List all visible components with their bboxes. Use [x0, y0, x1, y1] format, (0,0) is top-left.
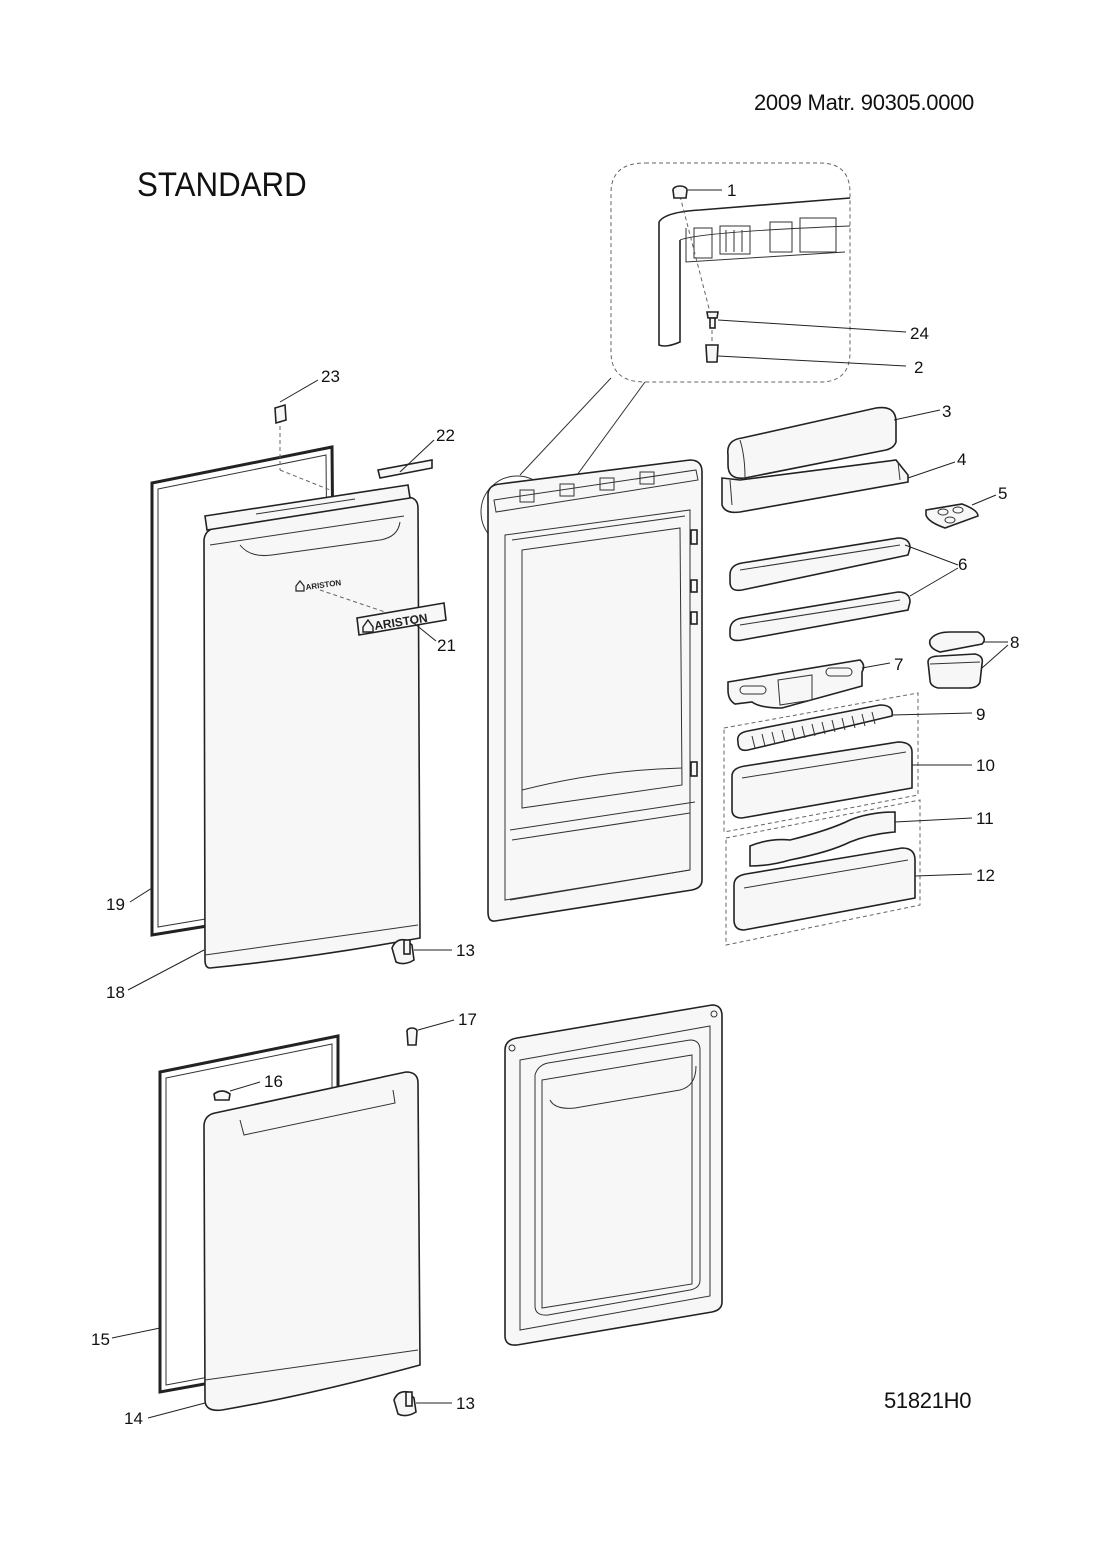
- callout-2: 2: [914, 358, 923, 377]
- callout-6: 6: [958, 555, 967, 574]
- egg-tray: [925, 503, 979, 529]
- freezer-door-liner: [504, 1004, 723, 1346]
- dairy-compartment-cover: [726, 406, 897, 480]
- storage-box-lid: [928, 631, 986, 653]
- fridge-door-panel: [203, 496, 421, 969]
- group-outline-11-12: [725, 799, 921, 946]
- callout-9: 9: [976, 705, 985, 724]
- callout-5: 5: [998, 484, 1007, 503]
- door-hinge-lower: [393, 1390, 417, 1417]
- hinge-detail-inset: [610, 162, 907, 383]
- callout-15: 15: [91, 1330, 110, 1349]
- callout-10: 10: [976, 756, 995, 775]
- drawing-reference: 2009 Matr. 90305.0000: [754, 90, 974, 115]
- bottle-divider: [736, 704, 894, 752]
- callout-4: 4: [957, 450, 966, 469]
- door-stop-16: [213, 1090, 231, 1101]
- freezer-door-panel: [203, 1071, 421, 1412]
- callout-12: 12: [976, 866, 995, 885]
- callout-21: 21: [437, 636, 456, 655]
- callout-17: 17: [458, 1010, 477, 1029]
- callout-1: 1: [727, 181, 736, 200]
- callout-14: 14: [124, 1409, 143, 1428]
- door-shelf-upper: [729, 537, 911, 592]
- callout-13-lower: 13: [456, 1394, 475, 1413]
- bottle-holder: [727, 659, 865, 709]
- bottle-shelf-lower: [733, 847, 916, 931]
- door-hinge-upper: [391, 938, 415, 965]
- bottle-shelf-upper: [731, 741, 913, 819]
- callout-22: 22: [436, 426, 455, 445]
- dairy-compartment-tray: [721, 459, 909, 514]
- door-top-strip: [204, 459, 433, 531]
- callout-13-upper: 13: [456, 941, 475, 960]
- callout-11: 11: [976, 809, 994, 828]
- drawing-title: STANDARD: [137, 166, 307, 204]
- callout-8: 8: [1010, 633, 1019, 652]
- bottle-retainer: [749, 811, 896, 867]
- callout-3: 3: [942, 402, 951, 421]
- drawing-code: 51821H0: [884, 1388, 972, 1413]
- callout-23: 23: [321, 367, 340, 386]
- callout-7: 7: [894, 655, 903, 674]
- callout-numbers: 1 2 3 4 5 6 7 8 9 10 11 12 13 13 14 15 1…: [91, 181, 1019, 1428]
- callout-19: 19: [106, 895, 125, 914]
- storage-box: [927, 653, 984, 689]
- callout-18: 18: [106, 983, 125, 1002]
- door-clip: [274, 403, 287, 425]
- fridge-door-liner: [487, 459, 703, 922]
- callout-24: 24: [910, 324, 929, 343]
- door-shelf-lower: [729, 591, 911, 642]
- door-bushing-17: [406, 1027, 418, 1046]
- callout-16: 16: [264, 1072, 283, 1091]
